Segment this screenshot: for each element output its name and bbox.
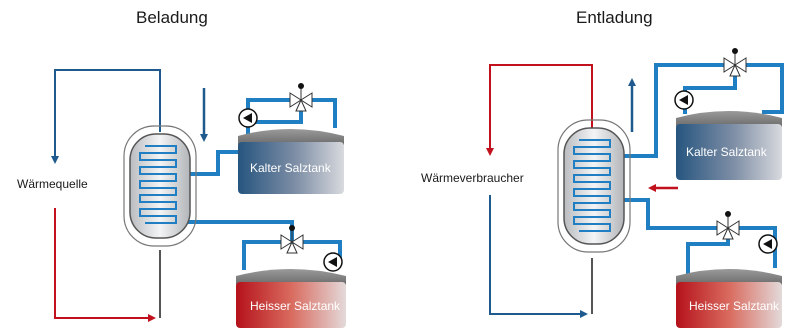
label-cold-tank-right: Kalter Salztank: [686, 145, 767, 159]
pump-icon: [323, 252, 343, 272]
label-cold-tank-left: Kalter Salztank: [250, 161, 331, 175]
pump-icon: [238, 108, 258, 128]
pipe-hot-line: [188, 220, 342, 270]
three-way-valve-hot: [280, 225, 304, 254]
panel-entladung: [486, 48, 784, 328]
three-way-valve-cold: [723, 48, 747, 77]
heat-exchanger-coil: [139, 145, 177, 224]
loop-bottom-red: [54, 208, 156, 322]
pipe-cold-line: [188, 98, 337, 176]
hot-tank: [676, 269, 782, 328]
label-hot-tank-right: Heisser Salztank: [689, 299, 780, 313]
three-way-valve-hot: [716, 211, 740, 240]
heat-exchanger-coil: [573, 139, 611, 232]
title-entladung: Entladung: [576, 8, 653, 27]
cold-tank: [238, 129, 344, 194]
loop-top-blue: [51, 69, 161, 164]
title-beladung: Beladung: [136, 8, 208, 27]
panel-beladung: [51, 69, 346, 328]
cold-tank: [676, 111, 782, 180]
loop-bottom-blue: [489, 195, 588, 318]
label-waermequelle: Wärmequelle: [17, 177, 88, 191]
pump-icon: [674, 90, 694, 110]
pipe-cold-line: [622, 63, 784, 158]
loop-top-red: [486, 64, 593, 156]
heat-exchanger: [557, 119, 631, 253]
hot-tank: [236, 269, 346, 328]
pump-icon: [758, 234, 778, 254]
three-way-valve-cold: [289, 83, 313, 112]
label-hot-tank-left: Heisser Salztank: [250, 299, 341, 313]
label-waermeverbraucher: Wärmeverbraucher: [421, 171, 524, 185]
pipe-cold-pump-branch: [683, 70, 737, 114]
pipe-hot-line: [622, 198, 777, 276]
heat-exchanger: [123, 125, 197, 247]
